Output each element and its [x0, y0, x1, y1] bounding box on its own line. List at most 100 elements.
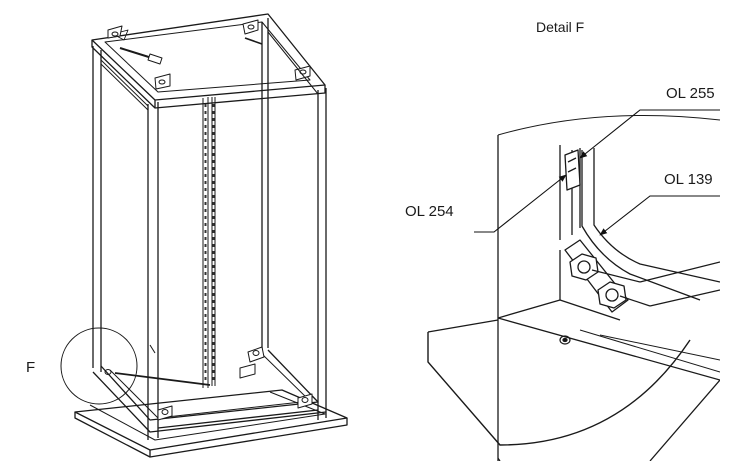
rail-hole	[212, 272, 215, 275]
cabinet-posts	[92, 18, 327, 440]
rail-hole	[212, 286, 215, 289]
detail-view	[427, 114, 721, 461]
rail-hole	[212, 104, 215, 107]
rail-hole	[212, 356, 215, 359]
rail-hole	[204, 265, 207, 268]
callout-label-part-b: OL 139	[664, 171, 713, 188]
callout-label-part-c: OL 254	[405, 203, 454, 220]
rail-hole	[204, 153, 207, 156]
rail-hole	[212, 342, 215, 345]
rail-hole	[212, 160, 215, 163]
rail-hole	[212, 223, 215, 226]
rail-hole	[212, 300, 215, 303]
rail-hole	[204, 111, 207, 114]
rail-hole	[204, 209, 207, 212]
rail-hole	[212, 370, 215, 373]
rail-hole	[204, 160, 207, 163]
detail-title: Detail F	[536, 19, 585, 35]
rail-hole	[204, 321, 207, 324]
rail-hole	[204, 370, 207, 373]
rail-hole	[212, 349, 215, 352]
rail-hole	[212, 328, 215, 331]
rail-hole	[212, 153, 215, 156]
rail-hole	[212, 111, 215, 114]
rail-hole	[212, 195, 215, 198]
rail-hole	[212, 314, 215, 317]
rail-hole	[212, 188, 215, 191]
rail-hole	[204, 293, 207, 296]
rail-hole	[212, 174, 215, 177]
rail-hole	[212, 251, 215, 254]
rail-hole	[204, 139, 207, 142]
rail-hole	[212, 258, 215, 261]
rail-hole	[212, 139, 215, 142]
cabinet-side-rails	[100, 31, 319, 354]
rail-hole	[204, 125, 207, 128]
rail-hole	[212, 279, 215, 282]
rail-hole	[212, 230, 215, 233]
rail-hole	[212, 377, 215, 380]
rail-hole	[204, 251, 207, 254]
mounting-rails	[202, 97, 216, 388]
rail-hole	[204, 146, 207, 149]
rail-hole	[212, 118, 215, 121]
rail-hole	[212, 321, 215, 324]
rail-hole	[204, 118, 207, 121]
rail-hole	[204, 279, 207, 282]
rail-hole	[212, 167, 215, 170]
rail-hole	[212, 216, 215, 219]
rail-hole	[204, 356, 207, 359]
rail-hole	[204, 314, 207, 317]
rail-hole	[204, 342, 207, 345]
rail-hole	[204, 237, 207, 240]
rail-hole	[212, 209, 215, 212]
rail-hole	[204, 300, 207, 303]
hex-nut-lower	[597, 281, 627, 309]
rail-hole	[212, 293, 215, 296]
rail-hole	[204, 223, 207, 226]
rail-hole	[204, 188, 207, 191]
cabinet-top-frame	[91, 13, 326, 109]
rail-hole	[204, 258, 207, 261]
detail-marker-label: F	[26, 359, 36, 376]
rail-hole	[204, 286, 207, 289]
rail-hole	[212, 363, 215, 366]
rail-hole	[204, 244, 207, 247]
callout-leaders	[474, 109, 720, 236]
detail-marker-circle	[60, 327, 138, 405]
rail-hole	[212, 146, 215, 149]
rail-hole	[204, 230, 207, 233]
rail-hole	[212, 335, 215, 338]
rail-hole	[212, 307, 215, 310]
rail-hole	[204, 349, 207, 352]
rail-hole	[204, 202, 207, 205]
rail-hole	[204, 377, 207, 380]
clip-part	[564, 149, 581, 191]
rail-hole	[204, 272, 207, 275]
rail-hole	[204, 328, 207, 331]
rail-hole	[204, 174, 207, 177]
rail-hole	[204, 216, 207, 219]
rail-hole	[204, 363, 207, 366]
rail-hole	[212, 237, 215, 240]
rail-hole	[204, 104, 207, 107]
rail-hole	[212, 181, 215, 184]
cabinet-frame	[74, 13, 348, 458]
rail-perforations	[204, 104, 215, 380]
rail-hole	[212, 132, 215, 135]
rail-hole	[212, 244, 215, 247]
rail-hole	[204, 167, 207, 170]
rail-hole	[204, 335, 207, 338]
leader-ol-139	[599, 195, 720, 236]
rail-hole	[204, 195, 207, 198]
rail-hole	[212, 265, 215, 268]
rail-hole	[212, 202, 215, 205]
rail-hole	[204, 132, 207, 135]
leader-ol-255	[579, 109, 720, 159]
rail-hole	[212, 125, 215, 128]
rail-hole	[204, 181, 207, 184]
rail-hole	[204, 307, 207, 310]
callout-label-part-a: OL 255	[666, 85, 715, 102]
